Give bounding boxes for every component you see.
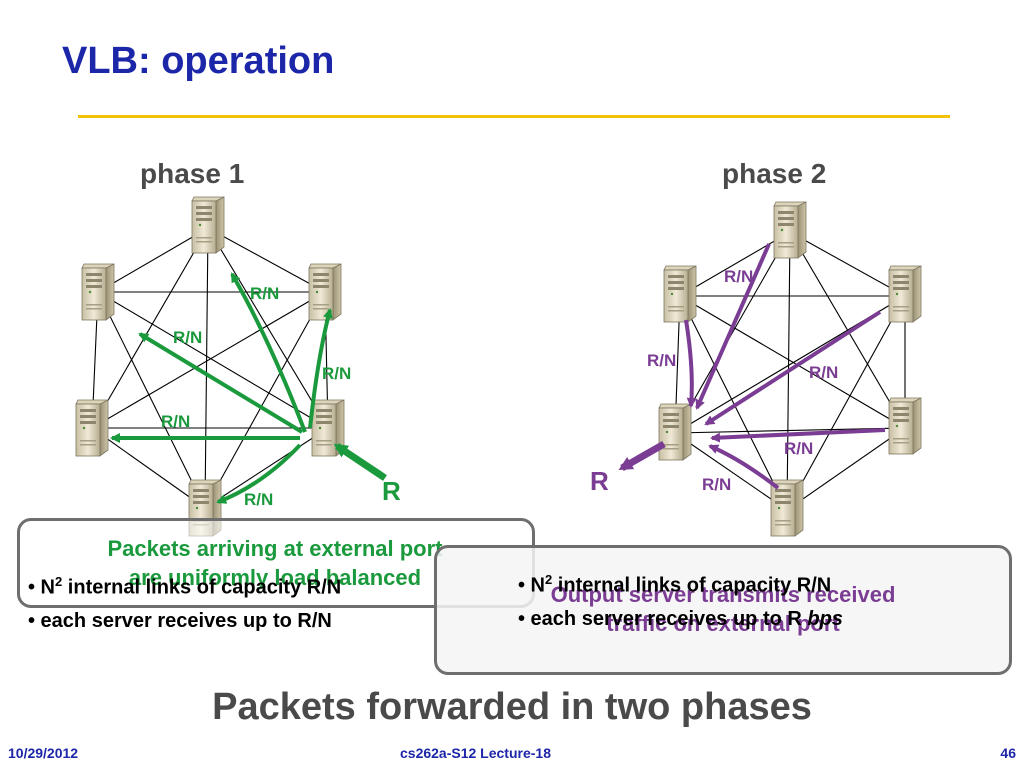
link-label: R/N — [173, 328, 202, 347]
link-label: R/N — [647, 351, 676, 370]
footer-course: cs262a-S12 Lecture-18 — [400, 745, 551, 761]
phase1-callout-text: Packets arriving at external port are un… — [20, 534, 530, 592]
phase1-mesh — [91, 227, 329, 509]
link-label: R/N — [322, 364, 351, 383]
server-icon — [658, 403, 692, 461]
phase2-label: phase 2 — [722, 158, 827, 189]
callout-line: Output server transmits received — [550, 582, 896, 607]
server-icon — [308, 263, 342, 321]
output-rate-label: R — [590, 466, 609, 496]
footer-date: 10/29/2012 — [8, 745, 79, 761]
input-rate-label: R — [382, 476, 401, 506]
server-icon — [81, 263, 115, 321]
phase2-bullets: • N2 internal links of capacity R/N • ea… — [518, 563, 843, 636]
footer-page-number: 46 — [1000, 745, 1016, 761]
phase1-label: phase 1 — [140, 158, 245, 189]
server-icon — [888, 397, 922, 455]
phase1-arrows — [110, 272, 387, 504]
link-label: R/N — [250, 284, 279, 303]
bullet-receive: • each server receives up to R/N — [28, 609, 332, 632]
server-icon — [75, 399, 109, 457]
bullet-links: • N2 internal links of capacity R/N — [518, 572, 832, 597]
server-icon — [888, 265, 922, 323]
title-underline — [78, 115, 950, 118]
server-icon — [773, 201, 807, 259]
bullet-receive: • each server receives up to R bps — [518, 607, 843, 630]
phase2-arrows — [618, 243, 886, 490]
server-icon — [663, 265, 697, 323]
slide-title: VLB: operation — [62, 40, 335, 82]
link-label: R/N — [809, 363, 838, 382]
phase2-callout-box — [434, 545, 1012, 675]
link-label: R/N — [724, 267, 753, 286]
callout-line: Packets arriving at external port — [107, 536, 443, 561]
link-label: R/N — [784, 439, 813, 458]
callout-line: are uniformly load balanced — [128, 565, 422, 590]
link-label: R/N — [244, 490, 273, 509]
phase1-bullets: • N2 internal links of capacity R/N • ea… — [28, 565, 341, 638]
link-label: R/N — [702, 475, 731, 494]
server-icon — [191, 196, 225, 254]
link-label: R/N — [161, 412, 190, 431]
phase2-callout-text: Output server transmits received traffic… — [440, 580, 1006, 638]
callout-line: traffic on external port — [606, 611, 840, 636]
phase2-link-labels: R/N R/N R/N R/N R/N R — [590, 267, 838, 496]
bullet-links: • N2 internal links of capacity R/N — [28, 574, 342, 599]
phase1-link-labels: R/N R/N R/N R/N R/N R — [161, 284, 401, 509]
summary-text: Packets forwarded in two phases — [212, 686, 812, 728]
